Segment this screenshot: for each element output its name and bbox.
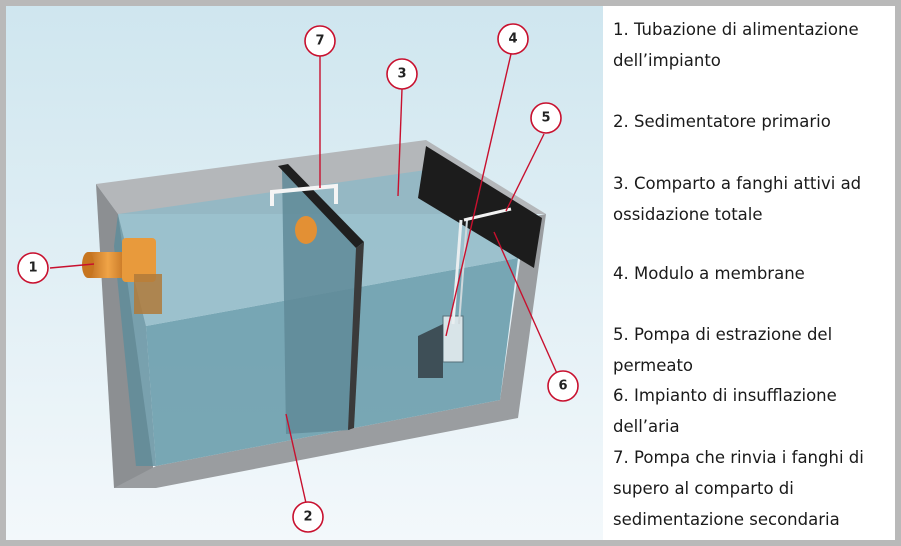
leader-5 bbox=[505, 133, 545, 212]
legend-item-7: 7. Pompa che rinvia i fanghi di supero a… bbox=[613, 448, 864, 529]
callout-4: 4 bbox=[497, 23, 529, 55]
permeate-riser bbox=[451, 219, 463, 325]
callout-3: 3 bbox=[386, 58, 418, 90]
callout-3-label: 3 bbox=[397, 67, 406, 82]
callout-2: 2 bbox=[292, 501, 324, 533]
callout-1: 1 bbox=[17, 252, 49, 284]
sludge-return-pipe bbox=[270, 183, 338, 206]
feed-pipe-tee bbox=[122, 238, 156, 282]
callout-7-label: 7 bbox=[315, 34, 324, 49]
callout-2-label: 2 bbox=[303, 510, 312, 525]
callout-6-label: 6 bbox=[558, 379, 567, 394]
membrane-compartment-back bbox=[418, 146, 542, 268]
sludge-pipe-mouth bbox=[295, 216, 317, 244]
legend-item-2: 2. Sedimentatore primario bbox=[613, 112, 831, 131]
callout-5-label: 5 bbox=[541, 111, 550, 126]
callout-4-label: 4 bbox=[508, 32, 517, 47]
partition-wall-edge bbox=[348, 242, 364, 430]
wastewater-tank-diagram: 1 2 3 4 5 6 7 bbox=[6, 6, 603, 540]
legend-item-1: 1. Tubazione di alimentazione dell’impia… bbox=[613, 20, 859, 70]
callout-5: 5 bbox=[530, 102, 562, 134]
leader-2 bbox=[285, 413, 307, 504]
leader-1 bbox=[49, 263, 95, 269]
permeate-pump-pipe bbox=[463, 207, 512, 222]
legend-item-6: 6. Impianto di insufflazione dell’aria bbox=[613, 386, 837, 436]
partition-wall-top bbox=[278, 164, 364, 248]
legend-item-3: 3. Comparto a fanghi attivi ad ossidazio… bbox=[613, 174, 862, 224]
feed-pipe-down bbox=[134, 274, 162, 314]
legend-panel: 1. Tubazione di alimentazione dell’impia… bbox=[603, 6, 895, 540]
membrane-module-base bbox=[418, 324, 443, 378]
callout-6: 6 bbox=[547, 370, 579, 402]
leader-3 bbox=[397, 88, 403, 197]
legend-item-5: 5. Pompa di estrazione del permeato bbox=[613, 325, 833, 375]
callout-1-label: 1 bbox=[28, 261, 37, 276]
legend-item-4: 4. Modulo a membrane bbox=[613, 264, 805, 283]
leader-4 bbox=[445, 53, 512, 337]
tank-front-rim bbox=[114, 214, 546, 488]
callout-7: 7 bbox=[304, 25, 336, 57]
air-riser bbox=[458, 219, 468, 325]
leader-6 bbox=[493, 231, 560, 379]
feed-pipe-horizontal bbox=[86, 252, 130, 278]
